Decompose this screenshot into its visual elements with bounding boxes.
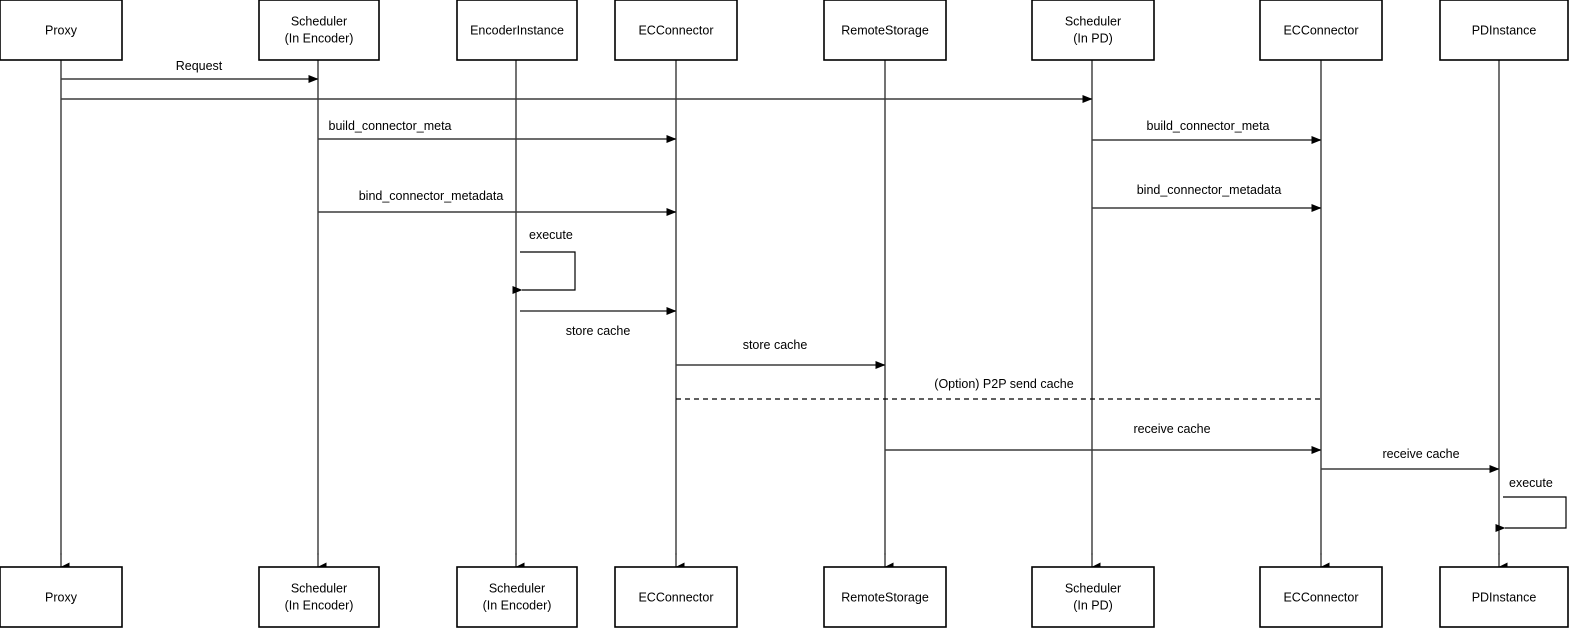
actor-box-top-label-encoder_inst: EncoderInstance <box>470 23 564 37</box>
actor-box-top-ec_conn_enc[interactable]: ECConnector <box>614 0 738 61</box>
actor-box-top-label-pd_inst: PDInstance <box>1472 23 1537 37</box>
actor-box-bottom-rect-ec_conn_enc <box>614 566 738 628</box>
self-loop-group <box>512 251 1567 532</box>
message-label-m7: store cache <box>566 324 631 338</box>
actor-box-bottom-pd_inst[interactable]: PDInstance <box>1439 566 1569 628</box>
actor-box-top-encoder_inst[interactable]: EncoderInstance <box>456 0 578 61</box>
actor-box-top-sched_pd[interactable]: Scheduler (In PD) <box>1031 0 1155 61</box>
actor-box-top-rect-encoder_inst <box>456 0 578 61</box>
actor-box-top-remote_store[interactable]: RemoteStorage <box>823 0 947 61</box>
self-message-label-s2: execute <box>1509 476 1553 490</box>
actor-box-bottom-label-proxy: Proxy <box>45 590 78 604</box>
actor-box-top-pd_inst[interactable]: PDInstance <box>1439 0 1569 61</box>
actor-box-top-label-sched_pd: Scheduler <box>1065 14 1121 28</box>
actor-box-top-label-proxy: Proxy <box>45 23 78 37</box>
footer-actor-boxes-group: Proxy Scheduler (In Encoder) Scheduler (In E… <box>0 566 1569 628</box>
actor-box-bottom-label-pd_inst: PDInstance <box>1472 590 1537 604</box>
actor-box-bottom-rect-sched_pd <box>1031 566 1155 628</box>
message-label-m4: build_connector_meta <box>1147 119 1270 133</box>
actor-box-bottom-ec_conn_enc[interactable]: ECConnector <box>614 566 738 628</box>
message-label-m1: Request <box>176 59 223 73</box>
lifeline-lines-group <box>60 60 1508 572</box>
actor-box-bottom-rect-encoder_inst <box>456 566 578 628</box>
actor-box-bottom-rect-pd_inst <box>1439 566 1569 628</box>
actor-box-bottom-rect-proxy <box>0 566 123 628</box>
actor-box-top-rect-proxy <box>0 0 123 61</box>
actor-box-bottom-remote_store[interactable]: RemoteStorage <box>823 566 947 628</box>
actor-box-bottom-label-ec_conn_pd: ECConnector <box>1283 590 1358 604</box>
actor-box-top-ec_conn_pd[interactable]: ECConnector <box>1259 0 1383 61</box>
actor-box-bottom-label-sched_enc: Scheduler <box>291 581 347 595</box>
actor-box-bottom-label-remote_store: RemoteStorage <box>841 590 929 604</box>
actor-box-top-sched_enc[interactable]: Scheduler (In Encoder) <box>258 0 380 61</box>
actor-box-top-proxy[interactable]: Proxy <box>0 0 123 61</box>
actor-box-bottom-sched_pd[interactable]: Scheduler (In PD) <box>1031 566 1155 628</box>
actor-box-top-label-sched_enc: Scheduler <box>291 14 347 28</box>
message-label-m3: build_connector_meta <box>329 119 452 133</box>
actor-box-top-rect-remote_store <box>823 0 947 61</box>
message-label-m10: receive cache <box>1133 422 1210 436</box>
header-actor-boxes-group: Proxy Scheduler (In Encoder) EncoderInstanc… <box>0 0 1569 61</box>
actor-box-bottom-rect-ec_conn_pd <box>1259 566 1383 628</box>
actor-box-bottom-proxy[interactable]: Proxy <box>0 566 123 628</box>
actor-box-bottom-sublabel-sched_enc: (In Encoder) <box>285 598 354 612</box>
actor-box-bottom-sublabel-encoder_inst: (In Encoder) <box>483 598 552 612</box>
actor-box-top-sublabel-sched_pd: (In PD) <box>1073 31 1113 45</box>
message-labels-group: Request build_connector_meta build_connect… <box>176 59 1553 490</box>
message-label-m8: store cache <box>743 338 808 352</box>
actor-box-top-label-ec_conn_pd: ECConnector <box>1283 23 1358 37</box>
self-message-loop-s2 <box>1495 496 1567 532</box>
actor-box-top-rect-ec_conn_enc <box>614 0 738 61</box>
message-label-m11: receive cache <box>1382 447 1459 461</box>
actor-box-top-label-ec_conn_enc: ECConnector <box>638 23 713 37</box>
actor-box-top-rect-ec_conn_pd <box>1259 0 1383 61</box>
actor-box-bottom-sublabel-sched_pd: (In PD) <box>1073 598 1113 612</box>
actor-box-bottom-rect-sched_enc <box>258 566 380 628</box>
message-label-m5: bind_connector_metadata <box>359 189 504 203</box>
self-message-loop-s1 <box>512 251 576 294</box>
actor-box-top-label-remote_store: RemoteStorage <box>841 23 929 37</box>
actor-box-bottom-rect-remote_store <box>823 566 947 628</box>
actor-box-bottom-label-encoder_inst: Scheduler <box>489 581 545 595</box>
message-label-m9: (Option) P2P send cache <box>934 377 1073 391</box>
message-lines-group <box>61 75 1500 473</box>
actor-box-top-sublabel-sched_enc: (In Encoder) <box>285 31 354 45</box>
actor-box-bottom-ec_conn_pd[interactable]: ECConnector <box>1259 566 1383 628</box>
self-message-label-s1: execute <box>529 228 573 242</box>
actor-box-top-rect-sched_enc <box>258 0 380 61</box>
actor-box-bottom-label-ec_conn_enc: ECConnector <box>638 590 713 604</box>
actor-box-top-rect-pd_inst <box>1439 0 1569 61</box>
actor-box-bottom-sched_enc[interactable]: Scheduler (In Encoder) <box>258 566 380 628</box>
message-label-m6: bind_connector_metadata <box>1137 183 1282 197</box>
actor-box-bottom-label-sched_pd: Scheduler <box>1065 581 1121 595</box>
actor-box-top-rect-sched_pd <box>1031 0 1155 61</box>
actor-box-bottom-encoder_inst[interactable]: Scheduler (In Encoder) <box>456 566 578 628</box>
